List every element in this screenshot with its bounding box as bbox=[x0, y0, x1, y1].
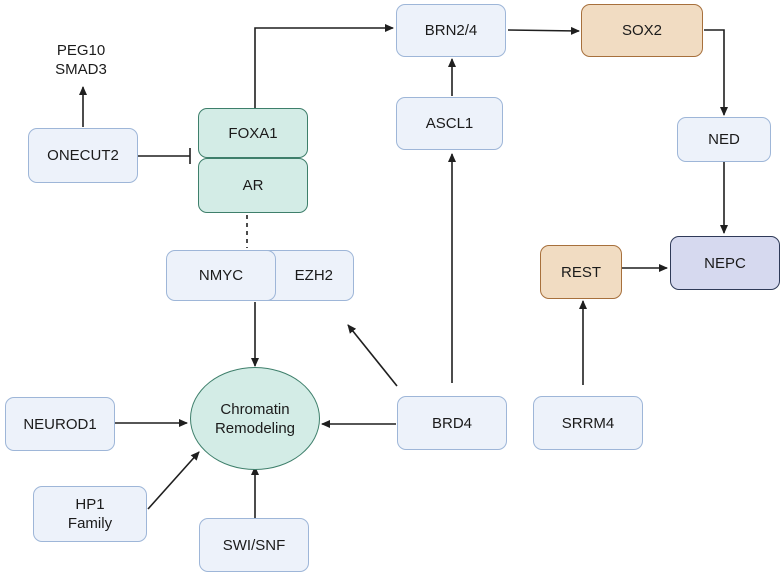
node-nmyc: NMYC bbox=[166, 250, 276, 301]
node-srrm4: SRRM4 bbox=[533, 396, 643, 450]
node-onecut2: ONECUT2 bbox=[28, 128, 138, 183]
node-ar: AR bbox=[198, 158, 308, 213]
node-neurod1: NEUROD1 bbox=[5, 397, 115, 451]
peg10-label: PEG10 bbox=[56, 42, 106, 59]
hp1-label-line1: HP1 bbox=[75, 496, 105, 513]
arrow-brn24-to-sox2 bbox=[507, 26, 580, 35]
arrow-foxa1-to-brn24 bbox=[254, 24, 394, 108]
node-chromatin-remodeling: Chromatin Remodeling bbox=[190, 367, 320, 470]
node-rest: REST bbox=[540, 245, 622, 299]
node-nepc: NEPC bbox=[670, 236, 780, 290]
chromatin-label-line2: Remodeling bbox=[214, 419, 296, 437]
node-sox2: SOX2 bbox=[581, 4, 703, 57]
node-hp1-family: HP1 Family bbox=[33, 486, 147, 542]
arrow-sox2-to-ned bbox=[704, 29, 728, 116]
node-ascl1: ASCL1 bbox=[396, 97, 503, 150]
ezh2-label: EZH2 bbox=[294, 267, 333, 284]
node-foxa1: FOXA1 bbox=[198, 108, 308, 158]
hp1-label-line2: Family bbox=[67, 515, 113, 532]
arrow-hp1-to-chromatin bbox=[147, 451, 200, 510]
chromatin-label-line1: Chromatin bbox=[220, 400, 290, 418]
node-swi-snf: SWI/SNF bbox=[199, 518, 309, 572]
node-ned: NED bbox=[677, 117, 771, 162]
node-brn24: BRN2/4 bbox=[396, 4, 506, 57]
smad3-label: SMAD3 bbox=[55, 61, 107, 78]
arrow-brd4-to-nmyc bbox=[347, 324, 398, 387]
node-brd4: BRD4 bbox=[397, 396, 507, 450]
